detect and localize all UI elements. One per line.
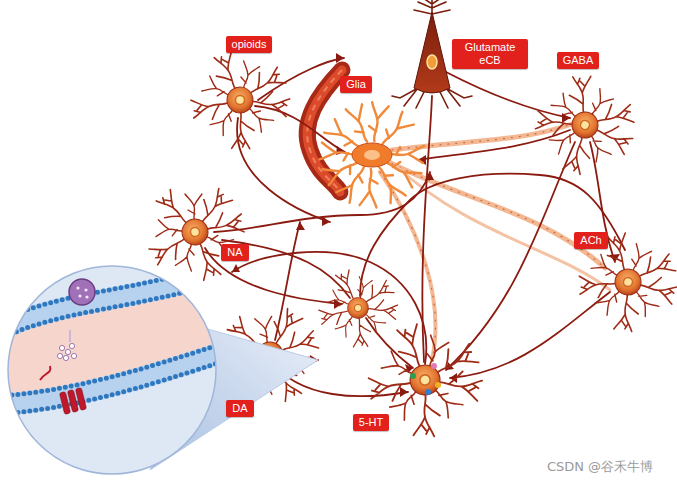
label-text: GABA: [563, 54, 594, 67]
opioid-neuron: [184, 46, 295, 156]
label-box: opioids: [226, 36, 273, 53]
glia-processes: [380, 124, 610, 360]
receptor-dots: [410, 363, 441, 395]
label-text: Glutamate eCB: [458, 41, 522, 67]
gaba-neuron: [519, 61, 649, 191]
synapse-inset: [0, 260, 230, 488]
label-text: DA: [232, 402, 247, 415]
label-text: opioids: [232, 38, 267, 51]
watermark: CSDN @谷禾牛博: [547, 458, 653, 476]
label-text: 5-HT: [359, 416, 383, 429]
label-box: DA: [226, 400, 253, 417]
inset-border: [8, 266, 216, 474]
label-box: 5-HT: [353, 414, 389, 431]
na-neuron: [137, 175, 254, 291]
label-text: Glia: [346, 78, 366, 91]
label-box: NA: [221, 244, 248, 261]
interneuron: [315, 267, 400, 352]
ach-neuron: [567, 223, 677, 343]
label-box: Glutamate eCB: [452, 39, 528, 69]
label-box: GABA: [557, 52, 600, 69]
label-text: ACh: [580, 234, 601, 247]
label-box: Glia: [340, 76, 372, 93]
astrocyte: [319, 102, 424, 207]
label-text: NA: [227, 246, 242, 259]
serotonin-neuron: [359, 316, 490, 446]
label-box: ACh: [574, 232, 607, 249]
